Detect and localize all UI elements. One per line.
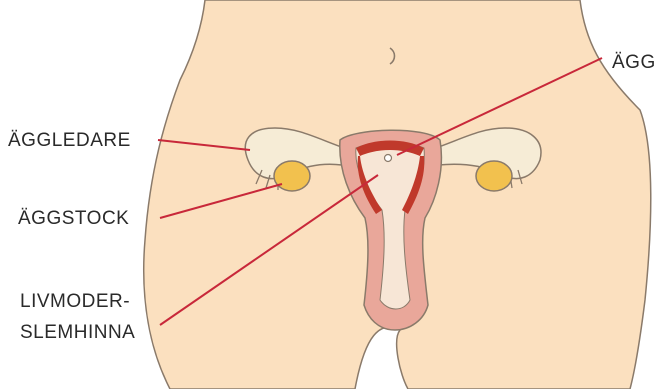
label-fallopian-tube: ÄGGLEDARE: [8, 130, 131, 151]
egg-cell-icon: [385, 155, 392, 162]
right-ovary: [476, 161, 512, 191]
label-egg: ÄGG: [612, 52, 656, 73]
left-ovary: [274, 161, 310, 191]
label-endometrium-line2: SLEMHINNA: [20, 322, 135, 343]
label-endometrium-line1: LIVMODER-: [20, 291, 130, 312]
label-ovary: ÄGGSTOCK: [18, 208, 129, 229]
